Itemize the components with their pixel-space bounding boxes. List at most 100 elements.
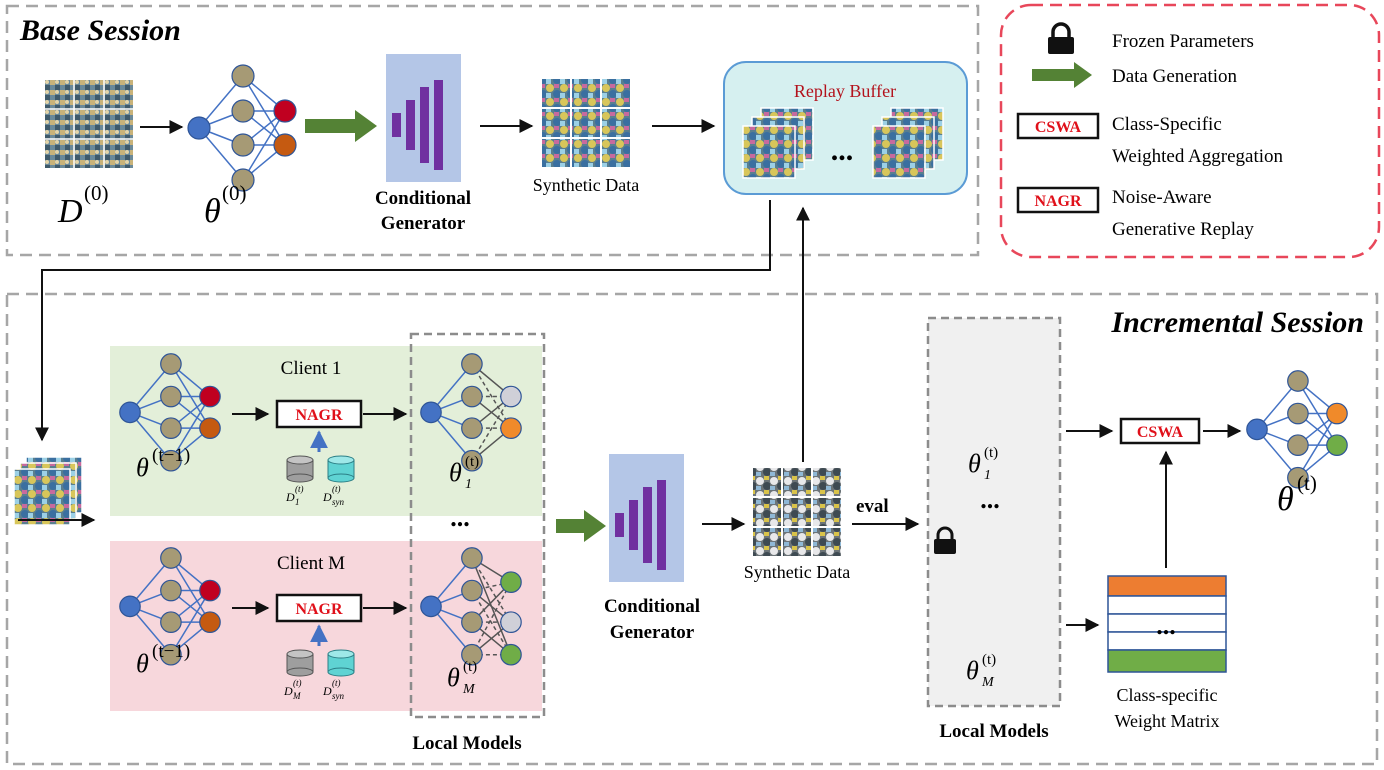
eval-lock-icon [934,526,956,554]
client-1-syn-data-symbol: D [322,490,332,504]
client-m-local-model-network [420,547,522,666]
eval-theta-m-sub: M [981,675,995,690]
output-node [1326,402,1348,425]
client-m-theta-sub: M [462,682,476,697]
hidden-node [231,133,255,157]
hidden-node [160,449,182,472]
client-m-nagr-text: NAGR [295,601,343,618]
hidden-node [461,643,483,666]
matrix-label-1: Class-specific [1117,685,1218,705]
lock-icon [1048,22,1074,54]
client-1-local-data-symbol: D [285,490,295,504]
replay-stack-left [742,107,814,179]
eval-ellipsis: ... [980,485,1000,514]
client-1-theta-sup: (t) [465,454,479,470]
eval-theta-1-symbol: θ [968,449,981,478]
hidden-node [160,611,182,634]
legend-cswa-line2: Weighted Aggregation [1112,146,1284,167]
client-m-local-data-cylinder [286,649,314,677]
eval-theta-1-sub: 1 [984,468,991,483]
hidden-node [1287,434,1309,457]
hidden-node [461,611,483,634]
base-session-title: Base Session [19,14,181,47]
input-node [1246,418,1268,441]
replay-buffer [723,61,968,195]
hidden-node [231,64,255,88]
hidden-node [461,353,483,375]
output-node [1326,434,1348,457]
client-m-title: Client M [277,553,345,574]
hidden-node [1287,370,1309,392]
network-edge [471,363,512,429]
output-node [199,385,221,408]
base-generator-label-1: Conditional [375,188,471,209]
replay-buffer-title: Replay Buffer [794,81,896,101]
client-1-local-data-sub: 1 [295,497,300,507]
network-edge [170,396,211,462]
network-edge [170,590,211,656]
eval-theta-1-sup: (t) [984,445,998,461]
client-1-local-model-network [420,353,522,472]
client-m-theta-symbol: θ [447,663,460,692]
client-m-synthetic-data-cylinder [327,649,355,677]
base-session-frame [5,4,980,257]
output-node [273,133,297,157]
base-dataset-image [45,80,133,168]
legend-cswa-badge-text: CSWA [1035,119,1082,136]
base-synthetic-data-grid [542,79,630,167]
client-m-syn-data-sub: syn [332,691,344,701]
legend-frame [999,3,1381,259]
input-node [420,401,442,424]
legend-frozen: Frozen Parameters [1112,31,1254,52]
replay-stack-right [872,107,944,179]
client-m-local-data-sup: (t) [293,678,302,688]
output-node [199,611,221,634]
hidden-node [231,168,255,192]
client-m-prev-model-sup: (t−1) [152,641,190,662]
cswa-box-text: CSWA [1137,424,1184,441]
client-m-prev-model-network [119,547,221,666]
matrix-label-2: Weight Matrix [1114,711,1219,731]
client-1-synthetic-data-cylinder [327,455,355,483]
eval-local-models-label: Local Models [939,721,1048,742]
incremental-session-title: Incremental Session [1110,306,1364,339]
base-model-sup: (0) [222,181,247,205]
incremental-synthetic-label: Synthetic Data [744,562,850,582]
client-1-nagr-text: NAGR [295,407,343,424]
eval-local-models-frame [926,316,1062,708]
legend-nagr-badge [1016,186,1100,214]
hidden-node [461,449,483,472]
eval-theta-m-sup: (t) [982,652,996,668]
cswa-box [1119,417,1201,445]
hidden-node [461,579,483,602]
output-node [500,417,522,440]
client-m-local-data-symbol: D [283,684,293,698]
client-local-models-frame [409,332,546,719]
aggregated-model-network [1246,370,1348,489]
eval-label: eval [856,496,889,517]
input-node [119,595,141,618]
hidden-node [461,417,483,440]
client-1-prev-model-symbol: θ [136,453,149,482]
client-1-prev-model-sup: (t−1) [152,445,190,466]
legend-green-arrow-icon [1032,62,1092,88]
legend-cswa-line1: Class-Specific [1112,114,1222,135]
base-generator-label-2: Generator [381,213,466,234]
client-1-local-data-cylinder [286,455,314,483]
legend-cswa-badge [1016,112,1100,140]
hidden-node [461,547,483,569]
base-dataset-symbol: D [57,193,83,230]
client-1-nagr-box [275,399,363,429]
incremental-generator-label-1: Conditional [604,596,700,617]
final-model-sup: (t) [1297,471,1317,495]
network-edge [242,110,286,181]
base-model-network [187,64,297,192]
client-ellipsis: ... [450,503,470,532]
client-1-title: Client 1 [281,358,342,379]
client-1-theta-sub: 1 [465,477,472,492]
incremental-generator-label-2: Generator [610,622,695,643]
base-dataset-sup: (0) [84,181,109,205]
client-1-theta-symbol: θ [449,458,462,487]
input-node [187,116,211,140]
